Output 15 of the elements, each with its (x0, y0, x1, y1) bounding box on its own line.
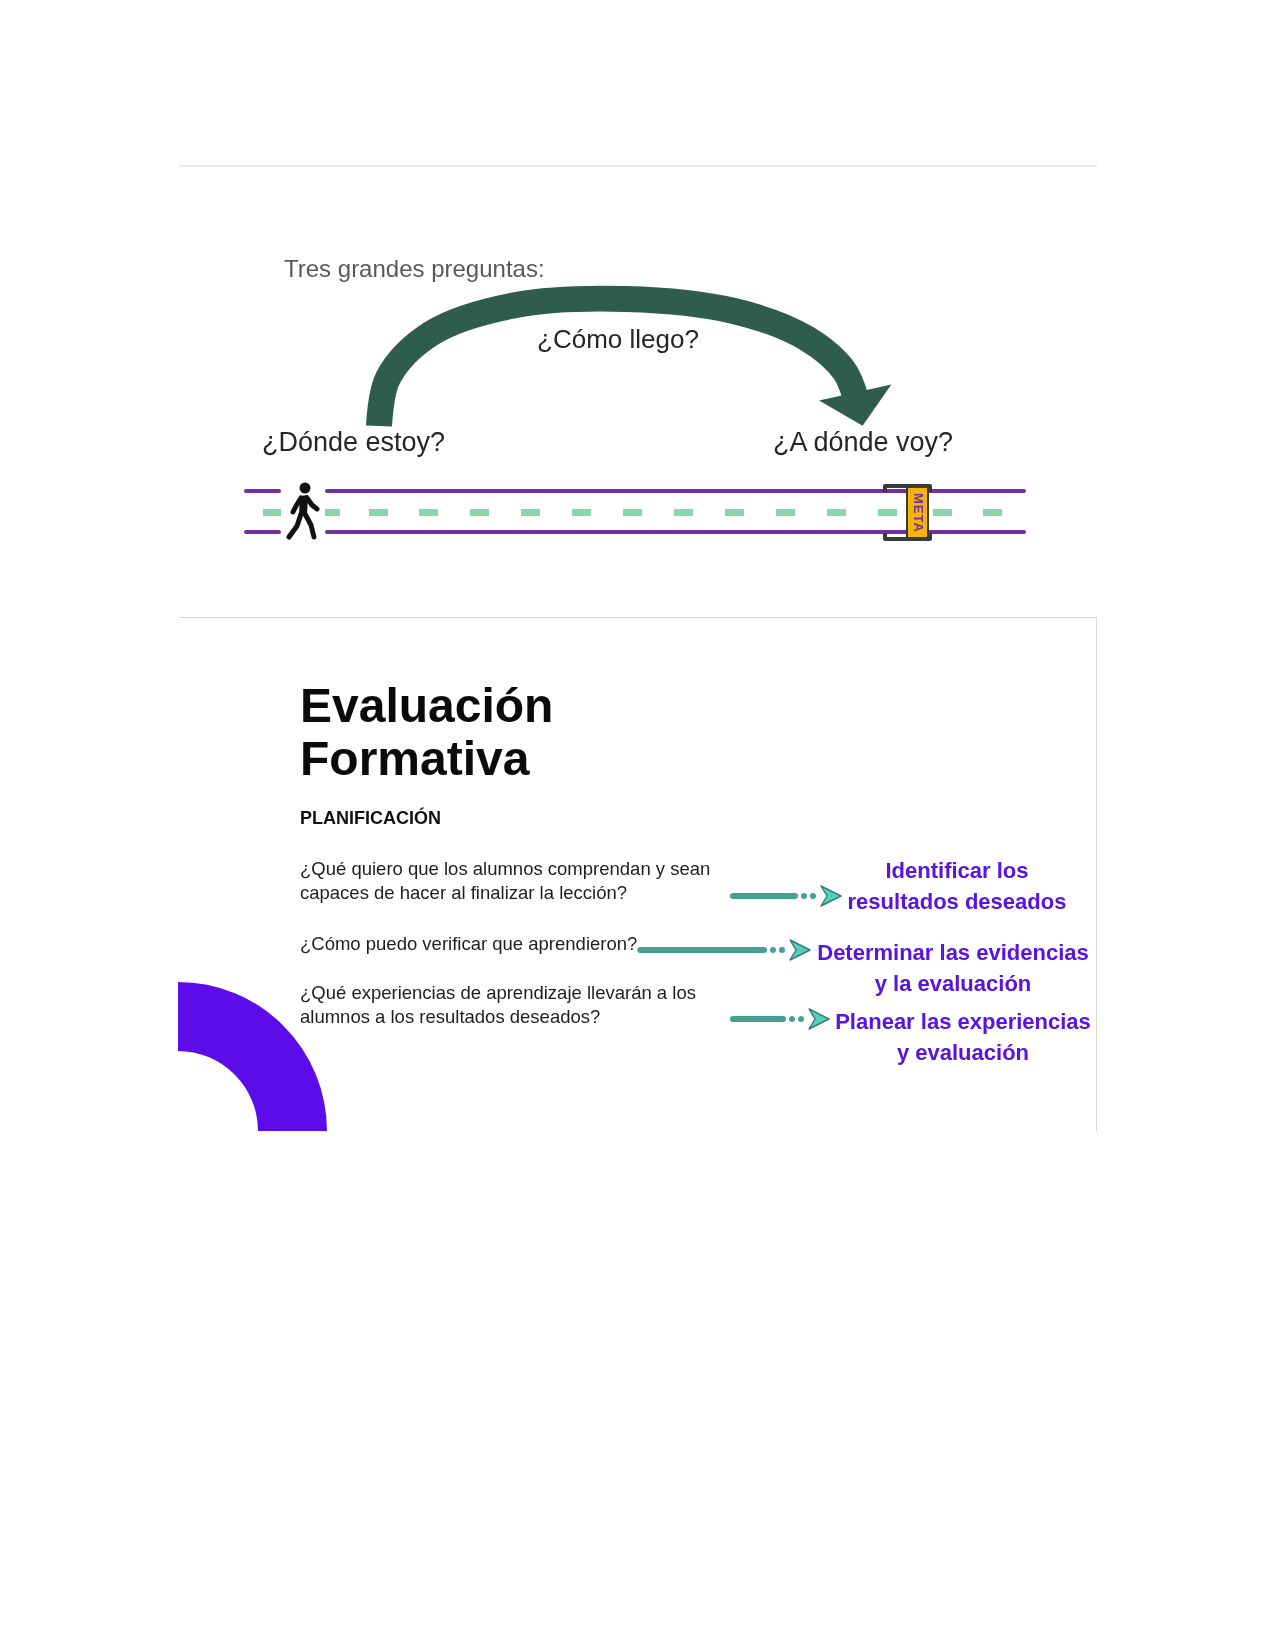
dotted-arrow (637, 939, 811, 961)
question-label: ¿A dónde voy? (773, 426, 954, 458)
dotted-arrow (730, 885, 842, 907)
question-text: ¿Qué quiero que los alumnos comprendan y sean capaces de hacer al finalizar la lección? (300, 857, 730, 905)
question-label: ¿Dónde estoy? (262, 426, 446, 458)
dotted-arrow (730, 1008, 830, 1030)
section-label: PLANIFICACIÓN (300, 807, 441, 829)
finish-sign: META (906, 486, 929, 539)
figure-heading: Tres grandes preguntas: (284, 255, 545, 283)
question-text: ¿Qué experiencias de aprendizaje llevarán a los alumnos a los resultados deseados? (300, 981, 730, 1029)
question-text: ¿Cómo puedo verificar que aprendieron? (300, 932, 638, 956)
page-title: Evaluación Formativa (300, 679, 554, 785)
goal-text: Determinar las evidencias y la evaluación (810, 937, 1096, 999)
goal-text: Identificar los resultados deseados (841, 855, 1073, 917)
goal-text: Planear las experiencias y evaluación (829, 1006, 1097, 1068)
